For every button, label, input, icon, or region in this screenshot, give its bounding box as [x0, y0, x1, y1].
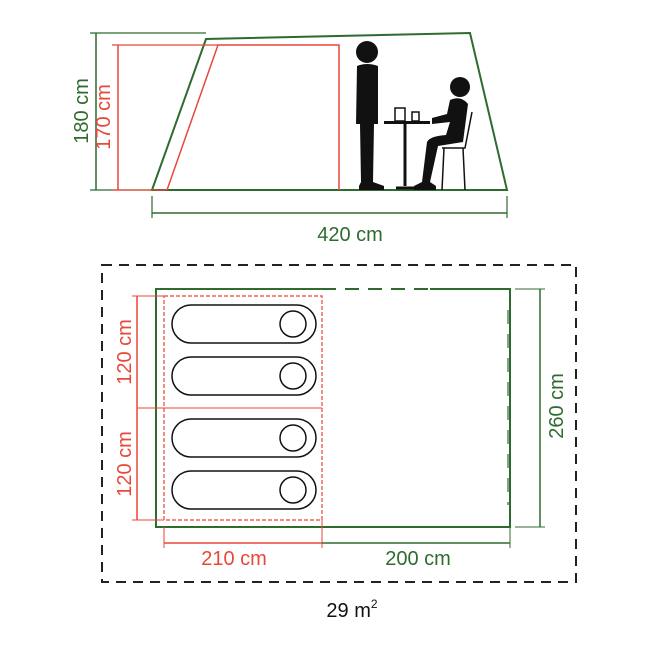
- sleeping-bags: [171, 304, 317, 510]
- side-view: 180 cm 170 cm 420 cm: [71, 31, 509, 246]
- area-label: 29 m2: [326, 597, 377, 622]
- sleeping-bag-icon: [171, 304, 317, 344]
- sleeping-bag-icon: [171, 356, 317, 396]
- sleeping-bag-icon: [171, 418, 317, 458]
- standing-person-icon: [356, 41, 384, 190]
- area-value: 29 m: [326, 600, 370, 622]
- inner-height-label: 170 cm: [93, 84, 115, 150]
- area-superscript: 2: [371, 597, 378, 611]
- bedroom-width-label-bottom: 120 cm: [114, 431, 136, 497]
- bedroom-width-label-top: 120 cm: [114, 319, 136, 385]
- outer-height-label: 180 cm: [71, 78, 93, 144]
- inner-bedroom-profile: [166, 44, 340, 191]
- outer-tent-profile: [150, 31, 509, 191]
- sleeping-bag-icon: [171, 470, 317, 510]
- table-icon: [384, 107, 430, 190]
- total-width-label: 260 cm: [546, 373, 568, 439]
- living-depth-label: 200 cm: [385, 548, 451, 570]
- bedroom-depth-label: 210 cm: [201, 548, 267, 570]
- length-label: 420 cm: [317, 224, 383, 246]
- footprint-outline: [101, 264, 577, 583]
- floor-plan: 120 cm 120 cm 210 cm 200 cm 260 cm 29 m2: [101, 264, 577, 622]
- chair-icon: [441, 111, 473, 191]
- sitting-person-icon: [414, 77, 470, 190]
